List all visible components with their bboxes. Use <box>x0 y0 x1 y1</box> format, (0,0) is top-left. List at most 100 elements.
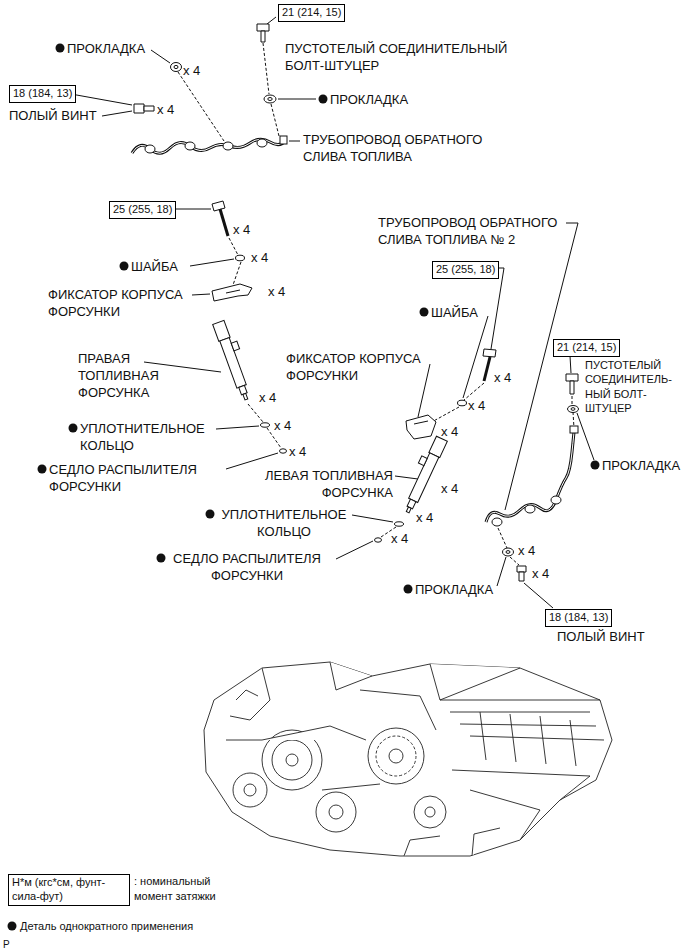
gasket <box>264 95 276 103</box>
bolt <box>212 201 225 211</box>
injector <box>418 456 427 466</box>
return-pipe <box>223 142 233 150</box>
hollow-screw <box>519 572 524 581</box>
union-bolt <box>566 374 578 381</box>
quantity-mark: x 4 <box>441 424 458 441</box>
union-bolt <box>257 24 269 42</box>
leader-line <box>226 453 278 469</box>
hollow-screw <box>144 106 154 111</box>
leader-line <box>505 223 578 510</box>
part-label: ПУСТОТЕЛЫЙ СОЕДИНИТЕЛЬНЫЙ БОЛТ-ШТУЦЕР <box>285 41 530 75</box>
part-label: ПОЛЫЙ ВИНТ <box>557 629 645 646</box>
dashed-assembly-line <box>263 43 269 94</box>
engine-illustration <box>414 796 446 828</box>
leader-line <box>171 209 211 210</box>
washer <box>236 255 245 261</box>
leader-line <box>395 476 418 479</box>
leader-line <box>216 426 259 429</box>
return-pipe <box>132 139 286 153</box>
bolt <box>212 201 228 236</box>
legend-text: : номинальный момент затяжки <box>134 874 246 904</box>
hollow-screw <box>134 104 154 113</box>
engine-illustration <box>430 664 520 700</box>
return-pipe <box>132 139 286 153</box>
torque-value: Н*м (кгс*см, фунт- сила-фут) <box>12 876 126 904</box>
o-ring <box>261 423 270 427</box>
return-pipe <box>257 139 267 147</box>
leader-line <box>577 413 594 460</box>
engine-illustration <box>425 807 435 817</box>
return-pipe <box>525 505 535 513</box>
gasket <box>171 63 182 72</box>
union-bolt <box>257 24 269 31</box>
dashed-assembly-line <box>271 104 279 136</box>
quantity-mark: x 4 <box>157 102 174 119</box>
part-label: ФИКСАТОР КОРПУСА ФОРСУНКИ <box>48 287 218 321</box>
injector <box>243 393 248 400</box>
hollow-screw <box>134 104 144 113</box>
torque-box: 21 (214, 15) <box>278 4 345 22</box>
single-use-dot <box>157 554 166 563</box>
union-bolt <box>566 374 578 394</box>
torque-box: 18 (184, 13) <box>545 609 612 627</box>
gasket <box>171 63 277 104</box>
torque-box: Н*м (кгс*см, фунт- сила-фут) <box>8 874 130 906</box>
single-use-dot <box>56 44 65 53</box>
engine-illustration <box>368 728 424 784</box>
leader-line <box>71 17 316 141</box>
bolt <box>220 209 228 236</box>
quantity-mark: x 4 <box>289 444 306 461</box>
dashed-assembly-line <box>498 528 507 548</box>
torque-box: 18 (184, 13) <box>9 85 76 103</box>
bolt <box>483 349 496 357</box>
torque-box: 21 (214, 15) <box>553 339 620 357</box>
single-use-dot <box>38 465 47 474</box>
quantity-mark: x 4 <box>441 481 458 498</box>
part-label: ПРОКЛАДКА <box>415 582 493 599</box>
dashed-assembly-line <box>178 43 279 144</box>
torque-value: 21 (214, 15) <box>557 341 616 355</box>
part-label: СЕДЛО РАСПЫЛИТЕЛЯ ФОРСУНКИ <box>49 462 227 496</box>
engine-illustration <box>330 662 372 690</box>
gasket <box>506 551 510 554</box>
single-use-dot <box>120 262 129 271</box>
engine-illustration <box>389 749 403 763</box>
part-label: ПРОКЛАДКА <box>330 92 408 109</box>
return-pipe <box>145 145 155 153</box>
return-pipe <box>185 142 195 150</box>
injector <box>406 507 411 513</box>
gasket <box>571 408 575 411</box>
injector-clamp <box>226 290 240 293</box>
nozzle-seat <box>280 449 287 453</box>
engine-illustration <box>470 736 604 740</box>
leader-line <box>418 364 430 417</box>
engine-illustration <box>233 773 267 807</box>
dashed-assembly-line <box>510 557 519 565</box>
part-label: СЕДЛО РАСПЫЛИТЕЛЯ ФОРСУНКИ <box>158 551 336 585</box>
dashed-assembly-line <box>229 238 238 255</box>
return-pipe <box>492 518 502 526</box>
part-label: ЛЕВАЯ ТОПЛИВНАЯ ФОРСУНКА <box>241 468 393 502</box>
leader-line <box>192 294 210 295</box>
engine-illustration <box>204 662 612 856</box>
torque-box: 25 (255, 18) <box>432 261 499 279</box>
nozzle-seat <box>375 538 382 542</box>
washer <box>236 255 245 261</box>
leader-line <box>524 583 553 608</box>
quantity-mark: x 4 <box>468 398 485 415</box>
dashed-assembly-line <box>381 383 574 565</box>
leader-line <box>289 141 300 142</box>
engine-illustration <box>376 736 416 776</box>
leader-line <box>570 356 571 373</box>
leader-line <box>151 50 170 63</box>
injector <box>231 341 239 351</box>
gasket <box>268 98 272 101</box>
return-pipe <box>570 426 578 433</box>
gasket <box>174 65 178 68</box>
part-label: ТРУБОПРОВОД ОБРАТНОГО СЛИВА ТОПЛИВА № 2 <box>378 215 583 249</box>
hollow-screw <box>517 566 526 572</box>
single-use-dot <box>420 308 429 317</box>
leader-line <box>102 111 132 116</box>
gasket <box>568 406 579 413</box>
quantity-mark: x 4 <box>416 510 433 527</box>
